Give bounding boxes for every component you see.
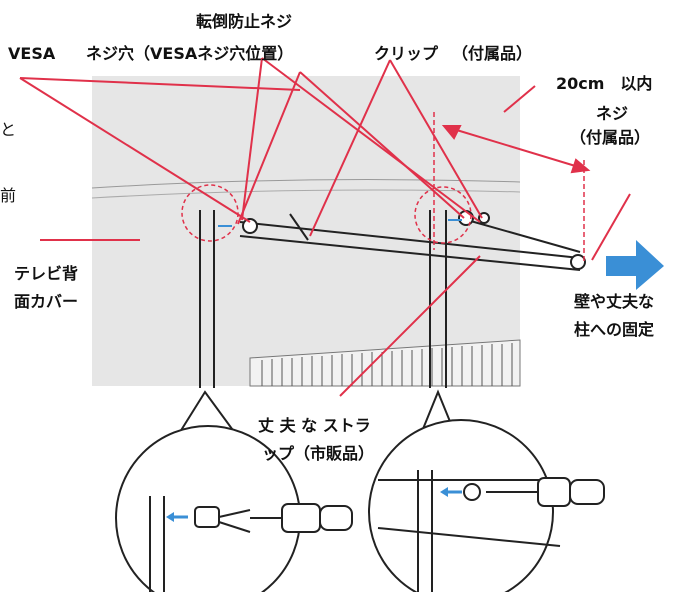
strap-lines <box>239 213 581 271</box>
wall-direction-arrow <box>606 240 664 290</box>
magnifier-right <box>368 389 605 592</box>
label-wall-fix-2: 柱への固定 <box>574 320 655 339</box>
panel-edge-line-2 <box>91 189 521 199</box>
label-strap-2: ップ（市販品） <box>262 444 375 463</box>
label-screw: ネジ <box>596 104 629 123</box>
dimension-arrow <box>441 125 591 174</box>
label-edge-2: 前 <box>0 186 17 205</box>
label-wall-fix-1: 壁や丈夫な <box>574 292 655 311</box>
label-tv-back-cover-1: テレビ背 <box>14 264 79 283</box>
label-strap-1: 丈 夫 な ストラ <box>258 416 371 435</box>
label-screw-included: （付属品） <box>570 128 651 147</box>
label-vesa-screw-hole: ネジ穴（VESAネジ穴位置） <box>86 44 294 63</box>
detail-circle-left <box>181 184 239 242</box>
label-within-20cm: 20cm 以内 <box>556 74 653 93</box>
magnifier-right-arrow-head <box>440 487 448 497</box>
magnifier-left <box>115 390 353 592</box>
leader-lines <box>19 57 631 397</box>
label-anti-tip-screw: 転倒防止ネジ <box>196 12 293 31</box>
magnifier-left-arrow-head <box>166 512 174 522</box>
label-edge-1: と <box>0 120 17 139</box>
label-vesa: VESA <box>8 44 56 63</box>
label-tv-back-cover-2: 面カバー <box>14 292 79 311</box>
vent-grille <box>249 339 521 387</box>
label-clip: クリップ <box>374 44 439 63</box>
label-clip-included: （付属品） <box>452 44 533 63</box>
tv-back-panel <box>92 76 520 386</box>
